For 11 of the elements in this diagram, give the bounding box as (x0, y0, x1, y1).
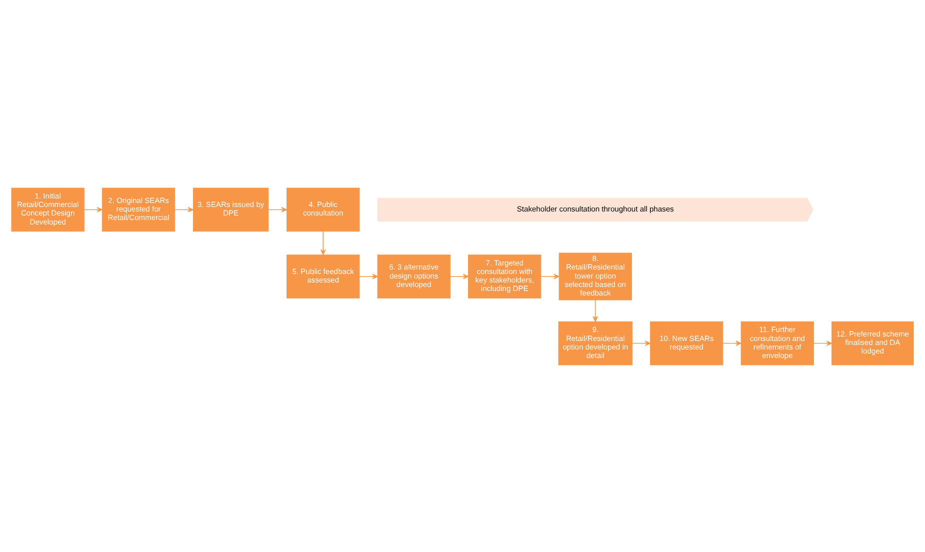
arrow (359, 273, 378, 279)
arrow (592, 299, 598, 322)
arrow (813, 340, 832, 346)
arrow (174, 206, 194, 212)
arrow (320, 230, 326, 254)
arrow (84, 206, 103, 212)
arrow (540, 273, 560, 279)
arrow (632, 340, 651, 346)
arrow (450, 273, 469, 279)
arrow (722, 340, 742, 346)
arrow (268, 206, 287, 212)
